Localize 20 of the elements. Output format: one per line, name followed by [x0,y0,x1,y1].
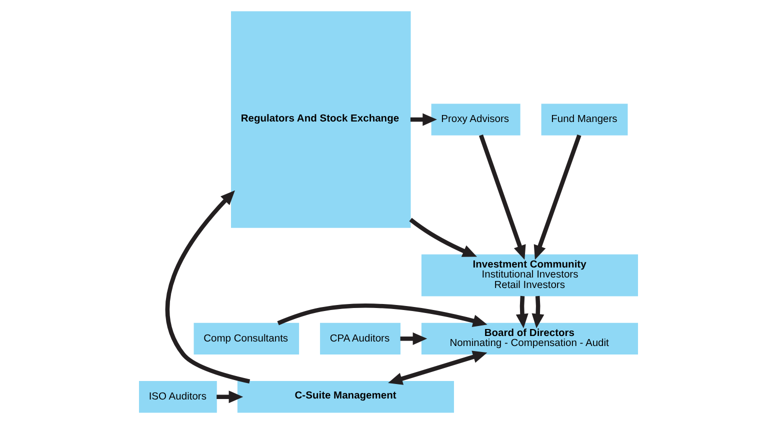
arrow [532,296,544,328]
arrow [400,332,428,345]
arrow [478,134,526,260]
arrow [216,390,244,404]
node-box: CPA Auditors [320,322,400,355]
node-box: Comp Consultants [194,322,300,355]
arrow [534,134,582,260]
node-box: C-Suite Management [237,381,454,413]
node-box: Regulators And Stock Exchange [231,11,411,228]
node-box: ISO Auditors [139,381,217,413]
node-box: Investment Community Institutional Investors Retail Investors [421,254,638,296]
arrow [388,350,488,385]
node-box: Proxy Advisors [431,104,520,136]
arrow [166,190,250,384]
arrow [277,304,488,327]
node-box: Board of Directors Nominating - Compensation - Audit [421,322,638,355]
arrow [409,218,477,257]
node-box: Fund Mangers [541,104,628,136]
arrow [410,113,437,126]
arrow [516,296,528,328]
